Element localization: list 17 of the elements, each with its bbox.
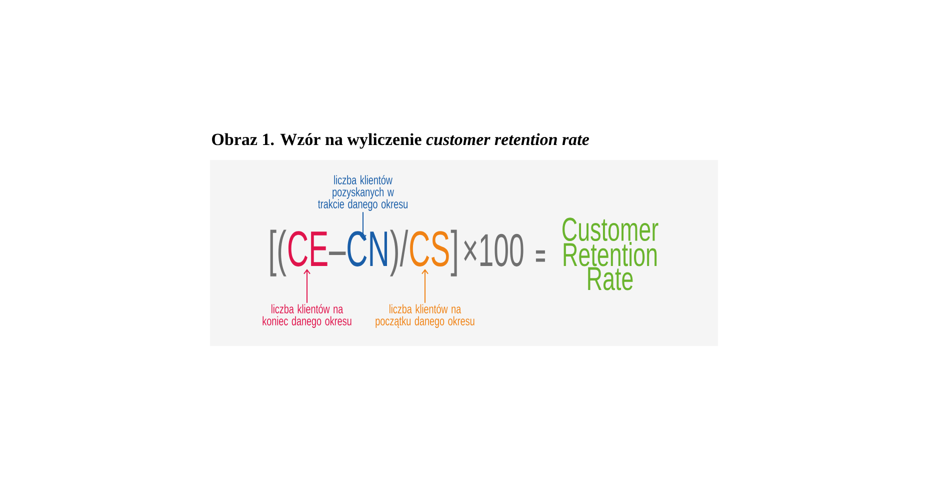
result-text: Customer Retention Rate: [562, 218, 658, 290]
title: Obraz 1. Wzór na wyliczenie customer retention rate: [212, 133, 590, 149]
arrow: [304, 269, 310, 304]
formula-symbol: )/: [390, 230, 408, 276]
annotation-text: liczba klientów na początku danego okresu: [376, 304, 474, 328]
equals-sign: =: [536, 250, 545, 262]
arrow: [360, 212, 366, 240]
formula-term: CN: [348, 231, 387, 266]
annotation-text: liczba klientów pozyskanych w trakcie danego okresu: [318, 175, 408, 211]
arrow: [422, 269, 428, 304]
formula-symbol: ]: [450, 230, 457, 276]
formula-term: CS: [410, 231, 449, 266]
formula-symbol: ×100: [464, 234, 524, 266]
annotation-text: liczba klientów na koniec danego okresu: [262, 304, 352, 328]
formula-symbol: [(: [270, 230, 286, 276]
formula-term: CE: [288, 231, 328, 266]
formula-symbol: –: [329, 252, 346, 255]
